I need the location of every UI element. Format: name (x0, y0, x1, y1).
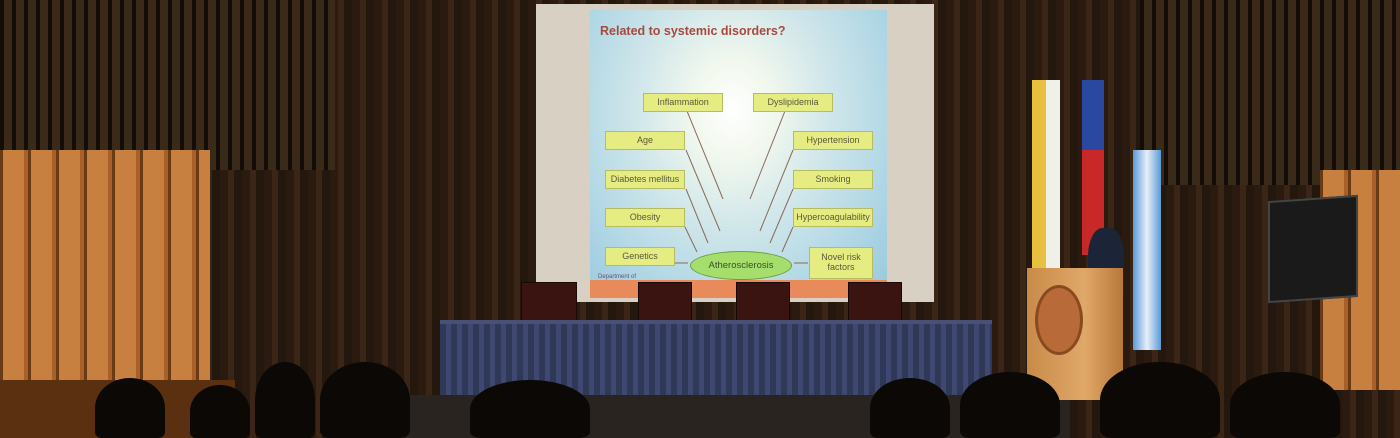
left-balcony (0, 0, 335, 170)
factor-obesity: Obesity (605, 208, 685, 227)
center-atherosclerosis: Atherosclerosis (690, 251, 792, 280)
side-monitor (1268, 194, 1358, 304)
audience-member (255, 362, 315, 438)
arrow-age (685, 149, 721, 232)
slide-arrows (675, 110, 808, 264)
audience-member (95, 378, 165, 438)
arrow-inflammation (686, 110, 724, 200)
flag-blue-white (1133, 150, 1161, 350)
flag-chile (1082, 80, 1104, 255)
factor-inflammation: Inflammation (643, 93, 723, 112)
chair (521, 282, 577, 322)
audience-member (190, 385, 250, 438)
factor-hypertension: Hypertension (793, 131, 873, 150)
chair (638, 282, 692, 322)
audience-member (1100, 362, 1220, 438)
slide-footer-text: Department of (598, 274, 637, 280)
chair (736, 282, 790, 322)
flag-yellow-white (1032, 80, 1060, 270)
arrow-hypertension (759, 149, 794, 232)
chair (848, 282, 902, 322)
arrow-smoking (769, 188, 794, 244)
factor-diabetes: Diabetes mellitus (605, 170, 685, 189)
factor-genetics: Genetics (605, 247, 675, 266)
arrow-diabetes (685, 188, 709, 244)
arrow-hypercoagulability (781, 226, 794, 253)
factor-smoking: Smoking (793, 170, 873, 189)
audience-member (320, 362, 410, 438)
audience-member (870, 378, 950, 438)
arrow-dyslipidemia (749, 110, 786, 200)
presentation-slide: Related to systemic disorders? Inflammat… (590, 10, 887, 298)
slide-title: Related to systemic disorders? (600, 24, 786, 38)
right-balcony (1140, 0, 1400, 185)
audience-member (1230, 372, 1340, 438)
arrow-obesity (684, 226, 698, 253)
factor-age: Age (605, 131, 685, 150)
podium-seal (1035, 285, 1083, 355)
left-bookshelf (0, 150, 210, 380)
audience-member (960, 372, 1060, 438)
audience-member (470, 380, 590, 438)
factor-hypercoagulability: Hypercoagulability (793, 208, 873, 227)
factor-dyslipidemia: Dyslipidemia (753, 93, 833, 112)
factor-novel-risk: Novel risk factors (809, 247, 873, 279)
